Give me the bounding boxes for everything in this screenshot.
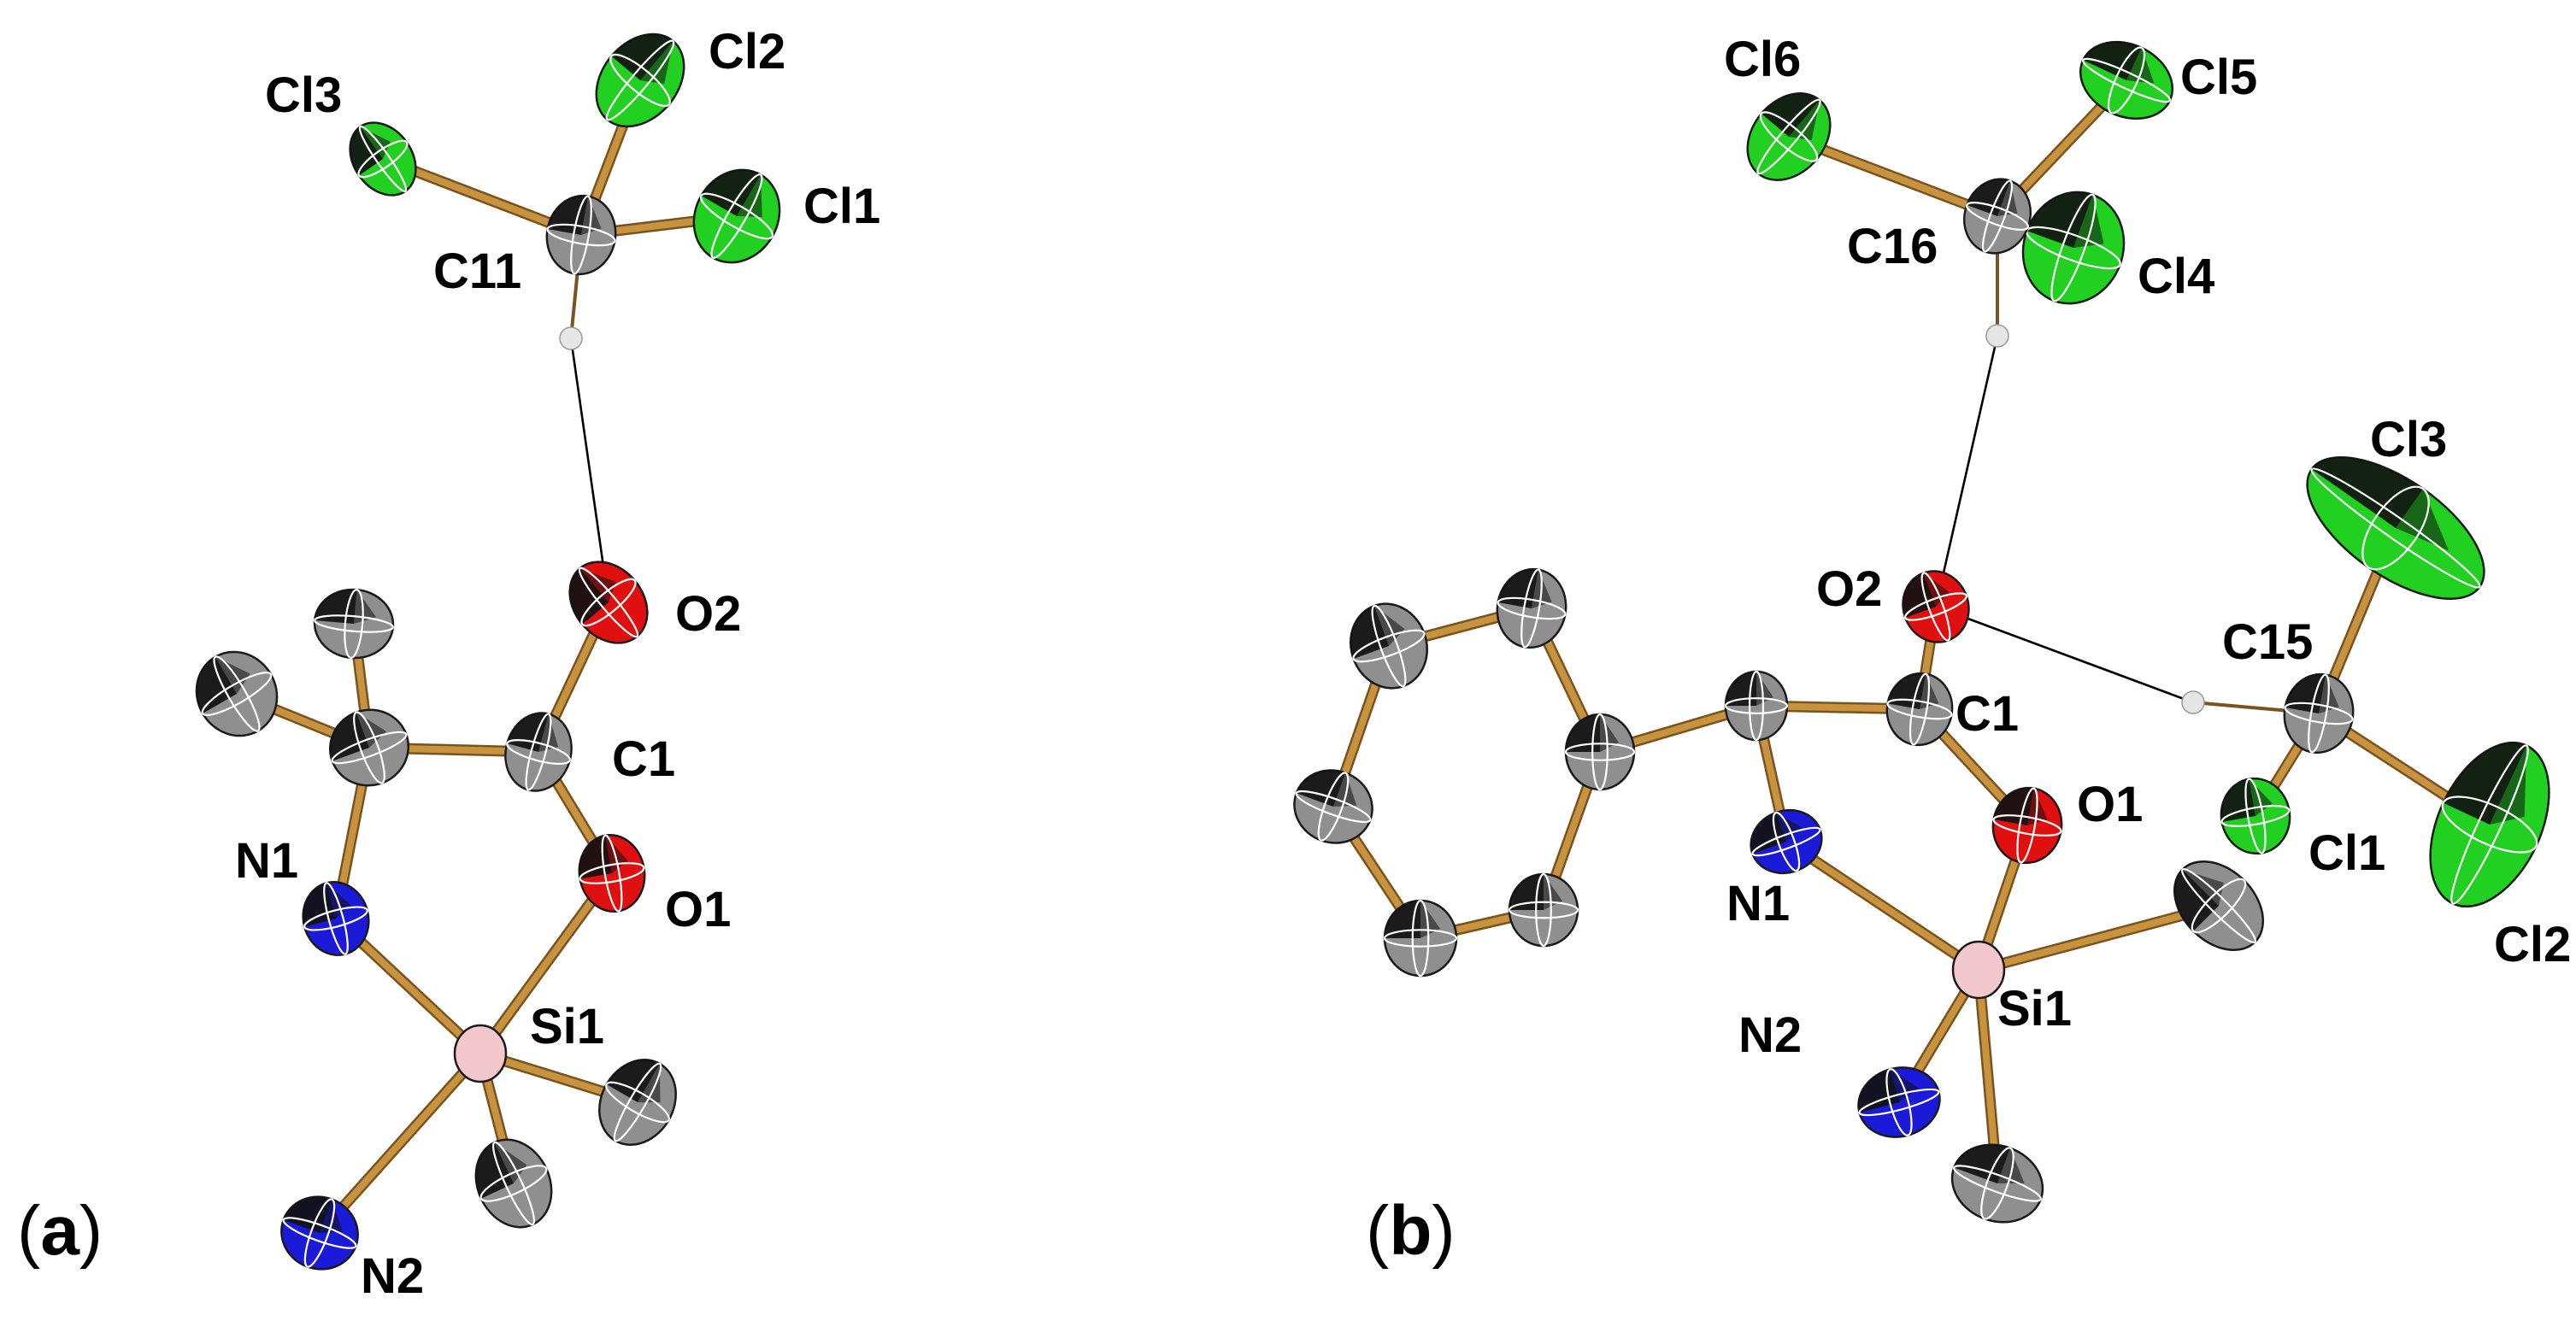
atom-b-c3 [2173,860,2265,952]
atom-label-b-c16: C16 [1847,219,1938,274]
atom-a-o1 [578,833,646,913]
atom-a-o2 [568,561,649,644]
panel-a-hydrogen-bonds [569,338,610,603]
atom-label-b-cl5: Cl5 [2180,50,2257,105]
hydrogen-bond-o2-h15 [1935,605,2194,704]
atom-label-b-cl3: Cl3 [2370,412,2447,467]
atom-label-a-si1: Si1 [530,999,604,1054]
bond-si1-c3 [1973,900,2225,976]
atom-label-a-cl3: Cl3 [265,68,342,123]
atom-label-b-o1: O1 [2077,777,2143,832]
atom-b-c16 [1963,178,2032,255]
atom-a-n2 [280,1195,359,1271]
atom-label-a-c11: C11 [433,244,521,299]
atom-b-o1 [1991,786,2063,865]
atom-a-cl3 [349,121,417,197]
atom-label-b-cl4: Cl4 [2138,249,2214,304]
atom-label-b-cl1: Cl1 [2308,825,2385,881]
atom-label-b-c15: C15 [2222,614,2313,670]
atom-label-a-cl2: Cl2 [709,24,785,79]
atom-a-c1 [504,712,573,792]
atom-a-c4 [195,650,279,737]
atom-a-n1 [302,881,370,956]
atom-a-c6 [474,1138,553,1229]
bond-n1-si1 [1780,836,1985,976]
atom-a-c5 [598,1059,677,1146]
atom-a-cl2 [595,32,685,128]
atom-label-a-c1: C1 [612,731,675,787]
atom-label-a-o1: O1 [665,882,731,937]
atom-b-ph5 [1383,899,1458,978]
atom-label-b-n1: N1 [1726,876,1790,931]
atom-b-h16 [1985,324,2009,348]
atom-b-n2 [1857,1066,1941,1138]
atom-b-o2 [1902,570,1970,643]
atom-label-b-si1: Si1 [1997,981,2072,1036]
atom-a-c2 [328,708,410,787]
bond-si1-n2 [314,1048,486,1239]
atom-b-ph2 [1496,567,1567,649]
atom-a-c3 [313,588,395,660]
panel-a-label: (a) [17,1192,103,1270]
atom-b-cl2 [2429,741,2550,908]
atom-label-b-cl2: Cl2 [2494,917,2571,972]
atom-label-b-c1: C1 [1956,686,2019,742]
atom-label-a-n2: N2 [361,1248,424,1304]
atom-label-a-o2: O2 [675,586,741,642]
atom-label-b-n2: N2 [1738,1007,1802,1063]
atom-b-ph3 [1350,602,1428,690]
atom-b-h15 [2181,690,2205,714]
atom-a-h11 [559,326,583,350]
atom-label-a-cl1: Cl1 [803,179,880,234]
atom-b-cl3 [2306,456,2485,600]
panel-b-atoms [1293,40,2550,1224]
hydrogen-bond-h16-o2 [1934,335,1999,608]
atom-b-si1 [1951,940,2006,1000]
panel-a-atoms [195,32,781,1271]
atom-a-si1 [453,1024,508,1083]
atom-label-b-o2: O2 [1816,561,1882,617]
atom-b-ph1 [1564,713,1636,791]
atom-label-a-n1: N1 [235,833,298,889]
atom-b-c2 [1724,670,1789,742]
atom-a-cl1 [692,168,781,264]
atom-b-cl6 [1746,92,1832,181]
atom-b-c15 [2283,672,2355,754]
atom-label-b-cl6: Cl6 [1724,32,1801,87]
atom-b-c1 [1885,672,1954,747]
atom-b-cl4 [2021,191,2126,305]
atom-b-cl5 [2079,40,2174,120]
atom-b-ph4 [1293,769,1373,844]
bond-o1-si1 [474,867,618,1060]
hydrogen-bond-h11-o2 [569,338,610,603]
atom-a-c11 [545,194,617,276]
atom-b-ph6 [1508,872,1579,948]
atom-b-cl1 [2220,777,2291,855]
atom-b-c4 [1950,1143,2044,1224]
panel-b-hydrogen-bonds [1934,335,2194,704]
atom-b-n1 [1750,808,1823,875]
panel-b-label: (b) [1366,1192,1456,1270]
